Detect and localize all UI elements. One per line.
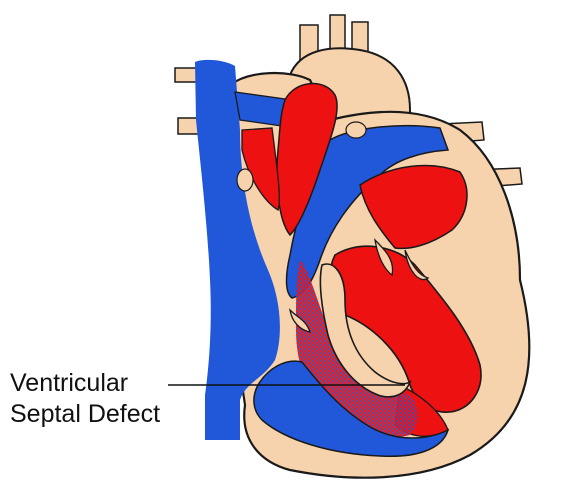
- label-line-1: Ventricular: [10, 369, 129, 397]
- pulmonary-artery: [285, 124, 450, 299]
- ascending-aorta: [276, 82, 338, 237]
- valve-openings: [236, 121, 367, 192]
- ventricular-septum: [319, 263, 412, 398]
- superior-vena-cava: [195, 59, 280, 440]
- left-atrium-upper: [241, 127, 280, 211]
- callout-label: Ventricular Septal Defect: [10, 368, 160, 430]
- valve-chordae: [289, 238, 430, 333]
- label-line-2: Septal Defect: [10, 400, 161, 428]
- left-atrium: [359, 164, 468, 250]
